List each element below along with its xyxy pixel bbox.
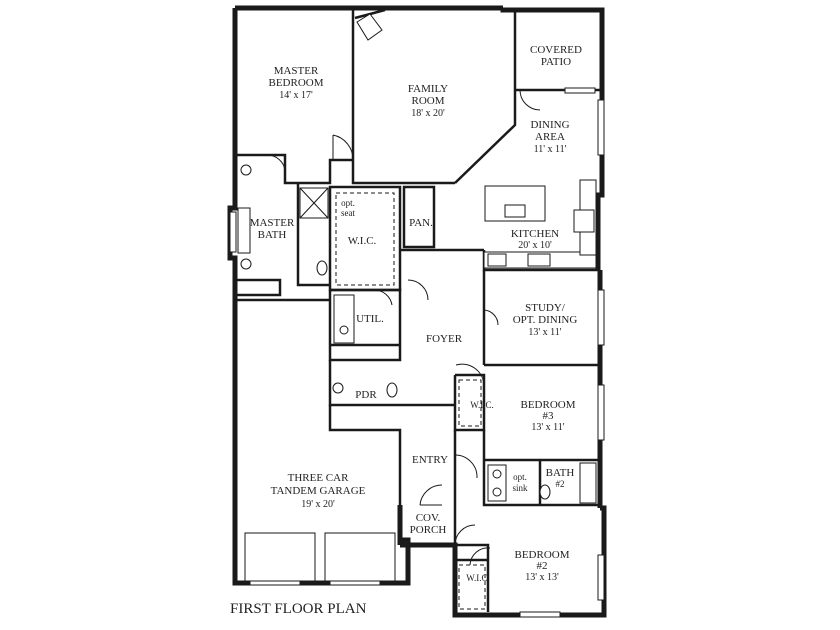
family-room-name-2: ROOM	[411, 95, 444, 107]
plan-title: FIRST FLOOR PLAN	[230, 601, 367, 617]
fixtures	[237, 13, 597, 610]
bedroom3-size: 13' x 11'	[531, 422, 564, 433]
bedroom2-label: BEDROOM #2 13' x 13'	[514, 549, 569, 583]
bedroom2-name: BEDROOM	[514, 549, 569, 561]
master-bedroom-size: 14' x 17'	[279, 90, 313, 101]
foyer-label: FOYER	[426, 333, 463, 345]
master-bedroom-name-1: MASTER	[274, 65, 319, 77]
master-wic-name: W.I.C.	[348, 235, 377, 247]
kitchen-size: 20' x 10'	[518, 240, 552, 251]
bedroom2-size: 13' x 13'	[525, 572, 559, 583]
garage-door-right	[324, 532, 396, 582]
bed2-wic-label: W.I.C.	[466, 573, 489, 583]
door-swings	[267, 89, 541, 566]
kitchen-label: KITCHEN 20' x 10'	[511, 228, 559, 251]
dining-area-label: DINING AREA 11' x 11'	[530, 119, 569, 155]
garage-door-left	[244, 532, 316, 582]
family-room-name-1: FAMILY	[408, 83, 448, 95]
master-bath-name-2: BATH	[258, 229, 287, 241]
bath2-number: #2	[556, 479, 565, 489]
garage-label: THREE CAR TANDEM GARAGE 19' x 20'	[271, 472, 366, 510]
family-room-size: 18' x 20'	[411, 108, 445, 119]
dining-area-size: 11' x 11'	[534, 144, 567, 155]
bedroom3-number: #3	[543, 410, 555, 422]
covered-porch-label: COV. PORCH	[410, 512, 447, 536]
family-room-label: FAMILY ROOM 18' x 20'	[408, 83, 448, 119]
study-name-2: OPT. DINING	[513, 314, 578, 326]
dining-area-name-1: DINING	[530, 119, 569, 131]
powder-label: PDR	[355, 389, 377, 401]
dining-area-name-2: AREA	[535, 131, 565, 143]
bath2-tub	[579, 462, 597, 504]
master-wic-label: opt. seat W.I.C.	[341, 198, 377, 247]
covered-porch-name-2: PORCH	[410, 524, 447, 536]
garage-size: 19' x 20'	[301, 499, 335, 510]
garage-name-1: THREE CAR	[288, 472, 349, 484]
covered-patio-name-1: COVERED	[530, 44, 582, 56]
covered-patio-label: COVERED PATIO	[530, 44, 582, 68]
entry-label: ENTRY	[412, 454, 448, 466]
study-size: 13' x 11'	[528, 327, 561, 338]
opt-seat-note-2: seat	[341, 208, 355, 218]
opt-sink-note-1: opt.	[513, 472, 527, 482]
kitchen-name: KITCHEN	[511, 228, 559, 240]
master-bath-name-1: MASTER	[250, 217, 295, 229]
study-label: STUDY/ OPT. DINING 13' x 11'	[513, 302, 578, 338]
study-name-1: STUDY/	[525, 302, 566, 314]
bath2-label: opt. sink BATH #2	[512, 467, 574, 493]
windows	[229, 87, 605, 618]
master-bedroom-name-2: BEDROOM	[268, 77, 323, 89]
utility-label: UTIL.	[356, 313, 384, 325]
garage-name-2: TANDEM GARAGE	[271, 485, 366, 497]
covered-porch-name-1: COV.	[416, 512, 441, 524]
opt-seat-note-1: opt.	[341, 198, 355, 208]
bed3-wic-label: W.I.C.	[470, 400, 493, 410]
bedroom3-label: BEDROOM #3 13' x 11'	[520, 399, 575, 433]
covered-patio-name-2: PATIO	[541, 56, 571, 68]
bedroom2-number: #2	[537, 560, 548, 572]
master-tub	[237, 207, 251, 254]
master-bath-label: MASTER BATH	[250, 217, 295, 241]
bath2-name: BATH	[546, 467, 575, 479]
pantry-label: PAN.	[409, 217, 433, 229]
interior-walls	[235, 8, 602, 612]
bedroom3-name: BEDROOM	[520, 399, 575, 411]
master-bedroom-label: MASTER BEDROOM 14' x 17'	[268, 65, 323, 101]
opt-sink-note-2: sink	[512, 483, 528, 493]
